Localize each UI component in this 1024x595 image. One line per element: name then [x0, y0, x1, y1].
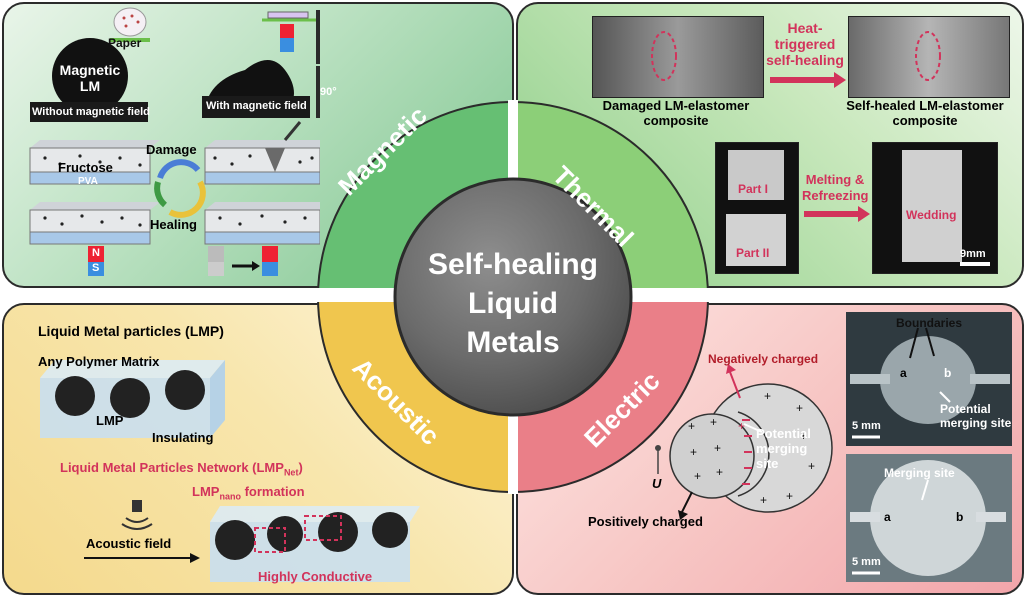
droplet-left	[669, 413, 755, 499]
paper-label: Paper	[108, 36, 142, 50]
heat-triggered-label: Heat- triggered self-healing	[766, 20, 844, 68]
svg-text:+: +	[800, 429, 807, 443]
film-top-left	[29, 140, 160, 185]
svg-text:+: +	[764, 389, 771, 403]
potential-site-label: Potential merging site	[940, 402, 1012, 430]
negatively-charged-label: Negatively charged	[708, 352, 819, 366]
fructose-label: Fructose	[58, 160, 113, 175]
conductive-label: Highly Conductive	[258, 569, 373, 584]
damaged-label: Damaged LM-elastomer composite	[602, 98, 750, 128]
magnetic-lm-label: Magnetic LM	[59, 62, 121, 94]
magnet-n-label: N	[92, 247, 100, 259]
label-a-bottom: a	[884, 510, 891, 524]
acoustic-title: Liquid Metal particles (LMP)	[38, 323, 224, 339]
boundaries-label: Boundaries	[896, 316, 963, 330]
healing-label: Healing	[150, 217, 197, 232]
positively-charged-label: Positively charged	[588, 514, 703, 529]
matrix-label: Any Polymer Matrix	[38, 354, 160, 369]
network-label-sub: Net	[283, 467, 299, 478]
acoustic-field-label: Acoustic field	[86, 536, 172, 551]
scale-label-top: 5 mm	[852, 420, 881, 432]
pva-label: PVA	[78, 176, 98, 187]
angle-label: 90°	[320, 86, 337, 98]
film-top-right	[204, 140, 320, 185]
lmp-label: LMP	[96, 413, 124, 428]
acoustic-illustration	[40, 360, 420, 582]
magnet-left	[88, 246, 104, 262]
center-circle	[393, 177, 633, 417]
lmp-particle	[55, 376, 95, 416]
film-bottom-right	[204, 202, 320, 245]
wedding-label: Wedding	[906, 208, 957, 222]
self-healed-label: Self-healed LM-elastomer composite	[846, 98, 1004, 128]
svg-text:+: +	[760, 493, 767, 507]
nano-label-sub: nano	[219, 491, 241, 502]
svg-text:+: +	[694, 469, 701, 483]
magnet-right-b	[262, 246, 278, 262]
potential-merging-label: Potential merging site	[756, 426, 811, 471]
network-label: Liquid Metal Particles Network (LMPNet)	[60, 460, 303, 478]
svg-text:+: +	[690, 445, 697, 459]
svg-text:+: +	[710, 415, 717, 429]
svg-text:+: +	[714, 441, 721, 455]
part2-label: Part II	[736, 246, 770, 260]
nano-formation-label: LMPnano formation	[192, 484, 305, 502]
nano-label-main: LMP	[192, 484, 220, 499]
svg-text:+: +	[738, 419, 745, 433]
nano-label-end: formation	[240, 484, 305, 499]
magnet-s-label: S	[92, 262, 100, 274]
insulating-label: Insulating	[152, 430, 214, 445]
damage-label: Damage	[146, 142, 197, 157]
svg-text:+: +	[786, 489, 793, 503]
film-bottom-left	[29, 202, 160, 245]
with-field-label: With magnetic field	[206, 100, 307, 112]
label-b-top: b	[944, 366, 952, 380]
thermal-overlays	[651, 31, 990, 266]
center-title-line3: Metals	[466, 326, 560, 359]
svg-text:+: +	[716, 465, 723, 479]
network-label-main: Liquid Metal Particles Network (LMP	[60, 460, 284, 475]
without-field-label: Without magnetic field	[32, 106, 150, 118]
magnet-right-a	[208, 246, 224, 262]
svg-text:+: +	[796, 401, 803, 415]
cycle-arrows	[157, 159, 201, 180]
center-title-line1: Self-healing	[427, 248, 599, 281]
scale-label-bottom: 5 mm	[852, 556, 881, 568]
svg-text:+: +	[808, 459, 815, 473]
damaged-composite-photo	[592, 16, 764, 98]
label-b-bottom: b	[956, 510, 964, 524]
melting-label: Melting & Refreezing	[802, 172, 869, 203]
svg-text:+: +	[688, 419, 695, 433]
u-label: U	[652, 476, 662, 491]
center-title-line2: Liquid	[468, 287, 558, 320]
merging-site-label: Merging site	[884, 466, 955, 480]
lm-droplet	[52, 38, 128, 114]
network-label-end: )	[298, 460, 303, 475]
part1-label: Part I	[738, 182, 769, 196]
label-a-top: a	[900, 366, 907, 380]
magnetic-illustration	[29, 7, 320, 276]
self-healed-composite-photo	[848, 16, 1010, 98]
paper-icon	[113, 7, 147, 37]
thermal-scale-label: 9mm	[960, 248, 986, 260]
